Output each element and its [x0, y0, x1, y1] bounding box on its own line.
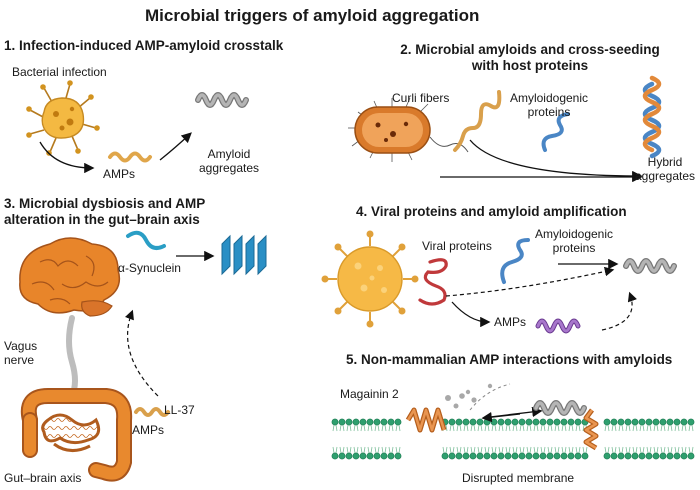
panel2-heading-line1: 2. Microbial amyloids and cross-seeding [400, 42, 660, 57]
amyloidogenic-line2: proteins [527, 104, 571, 119]
gut-icon [20, 388, 133, 482]
amyloidogenic-proteins-label-2: Amyloidogenic proteins [528, 227, 620, 256]
double-arrow-back [481, 411, 521, 423]
panel3-heading-line2: alteration in the gut–brain axis [4, 211, 200, 227]
curli-fibers-label: Curli fibers [392, 91, 450, 105]
vagus-nerve-icon [66, 315, 78, 399]
viral-proteins-label: Viral proteins [422, 239, 492, 253]
synuclein-fibril-icon [221, 234, 267, 276]
ll37-label: LL-37 [164, 403, 195, 417]
vagus-line1: Vagus [4, 339, 38, 353]
amyloidogenic-protein-icon-2 [500, 238, 530, 284]
dashed-arrow-amps-to-amyloid [601, 291, 637, 331]
figure-title: Microbial triggers of amyloid aggregatio… [145, 6, 480, 25]
amyloidogenic-protein-icon [541, 112, 570, 152]
panel4-heading: 4. Viral proteins and amyloid amplificat… [356, 204, 627, 219]
amyloid-label-line2: aggregates [198, 160, 260, 175]
hybrid-aggregates-label: Hybrid aggregates [632, 155, 698, 184]
dashed-arrow-ll37-to-synuclein [124, 309, 159, 397]
disrupted-membrane-label: Disrupted membrane [462, 471, 575, 485]
panel3-heading: 3. Microbial dysbiosis and AMP alteratio… [4, 196, 205, 227]
released-particles-icon [445, 383, 493, 409]
panel2-heading: 2. Microbial amyloids and cross-seeding … [360, 42, 700, 73]
hybrid-line1: Hybrid [647, 155, 683, 169]
magainin-helix-icon [405, 407, 447, 433]
hybrid-aggregate-icon [642, 75, 662, 159]
amp-helix-icon [535, 318, 581, 334]
panel2-heading-line2: with host proteins [471, 57, 589, 73]
arrow-viral-to-amps [451, 301, 491, 328]
brain-icon [19, 237, 121, 317]
gut-brain-axis-label: Gut–brain axis [4, 471, 82, 485]
viral-protein-icon [418, 258, 448, 306]
amps-label-panel1: AMPs [103, 167, 136, 181]
amp-peptide-icon [108, 151, 152, 163]
alpha-synuclein-icon [126, 230, 166, 250]
amyloidogenic2-line1: Amyloidogenic [534, 227, 614, 241]
dashed-arrow-viral-to-amyloid [445, 266, 615, 297]
panel3-heading-line1: 3. Microbial dysbiosis and AMP [4, 196, 206, 211]
amyloid-aggregate-icon-2 [623, 258, 677, 274]
arrow-to-hybrid [469, 139, 643, 182]
dashed-arrow-particles [469, 383, 511, 411]
ll37-peptide-icon [134, 407, 170, 417]
magainin-helix-pore-icon [583, 408, 599, 451]
arrow-amps-to-amyloid [159, 132, 192, 161]
alpha-synuclein-label: α-Synuclein [118, 261, 181, 275]
amyloidogenic2-line2: proteins [552, 240, 596, 255]
amyloid-aggregates-label: Amyloid aggregates [192, 147, 266, 176]
bacterial-infection-label: Bacterial infection [12, 65, 107, 79]
bacterium-icon [26, 80, 100, 156]
vagus-nerve-label: Vagus nerve [4, 339, 38, 368]
panel5-heading: 5. Non-mammalian AMP interactions with a… [346, 352, 673, 367]
virus-icon [321, 230, 419, 328]
panel1-heading: 1. Infection-induced AMP-amyloid crossta… [4, 38, 284, 53]
amps-label-panel3: AMPs [132, 423, 165, 437]
amps-label-panel4: AMPs [494, 315, 527, 329]
vagus-line2: nerve [4, 352, 35, 367]
amyloid-aggregate-icon-3 [533, 400, 587, 416]
arrow-bacteria-to-amps [39, 141, 95, 174]
amyloidogenic-proteins-label: Amyloidogenic proteins [504, 91, 594, 120]
magainin-label: Magainin 2 [340, 387, 399, 401]
amyloid-aggregate-icon [195, 92, 249, 108]
membrane-icon [331, 418, 695, 460]
hybrid-line2: aggregates [634, 168, 696, 183]
amyloid-label-line1: Amyloid [207, 147, 251, 161]
amyloidogenic-line1: Amyloidogenic [509, 91, 589, 105]
ecoli-bacterium-icon [348, 97, 469, 162]
curli-fiber-icon [453, 90, 502, 152]
